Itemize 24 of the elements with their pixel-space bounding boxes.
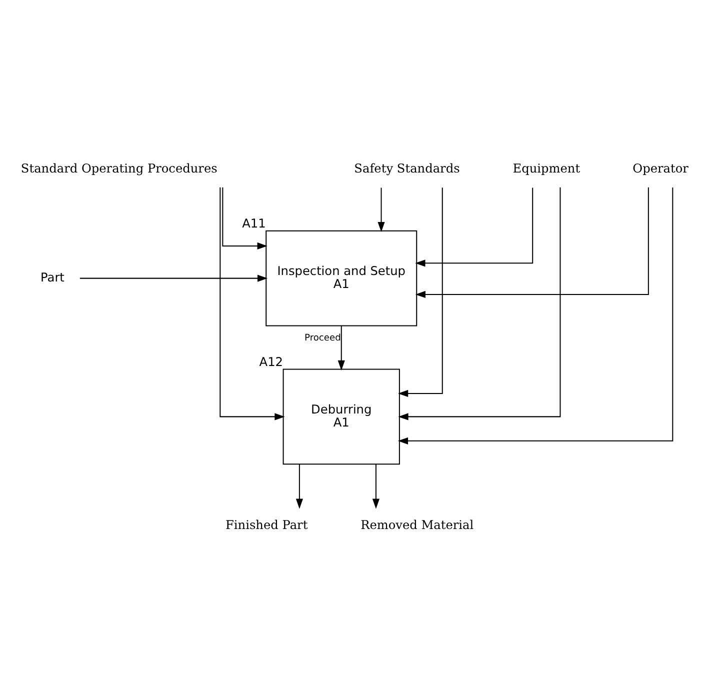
arrow: [79, 274, 268, 282]
edge-label: Proceed: [304, 334, 340, 344]
arrow: [337, 326, 344, 371]
node-text: Operator: [632, 161, 688, 176]
arrow: [377, 188, 384, 232]
node-text: Equipment: [512, 161, 580, 176]
arrow: [398, 187, 560, 420]
arrow: [372, 464, 379, 509]
node-label: A12: [258, 354, 283, 369]
arrow: [414, 187, 648, 298]
node-text: Part: [40, 270, 64, 284]
arrow: [222, 187, 267, 250]
node-text: Standard Operating Procedures: [20, 161, 217, 176]
arrow: [397, 187, 673, 444]
node-text: Finished Part: [225, 518, 308, 532]
node-box: Inspection and Setup A1: [265, 230, 417, 326]
arrow: [398, 188, 442, 397]
node-box: Deburring A1: [282, 368, 400, 465]
arrow: [414, 188, 533, 267]
node-text: Safety Standards: [354, 161, 460, 176]
arrow: [295, 464, 302, 509]
node-label: A11: [242, 216, 266, 230]
arrow: [219, 187, 284, 420]
node-text: Removed Material: [360, 518, 474, 532]
